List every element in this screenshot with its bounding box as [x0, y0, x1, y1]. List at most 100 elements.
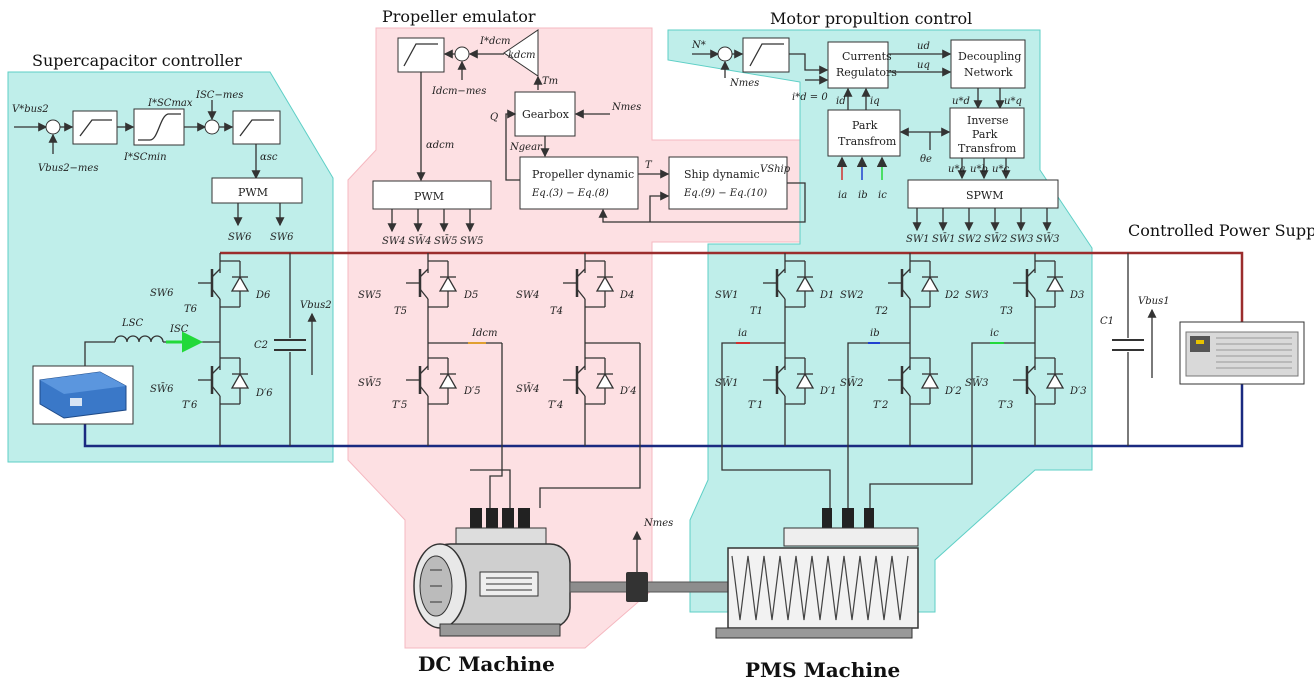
- ia-phase-label: ia: [738, 328, 747, 339]
- supercap-pwm-label: PWM: [238, 186, 268, 199]
- kdcm-label: kdcm: [508, 50, 536, 61]
- ib-label: ib: [858, 190, 868, 201]
- ship-dyn-label-2: Eq.(9) − Eq.(10): [683, 188, 767, 199]
- c1-label: C1: [1100, 316, 1114, 327]
- isc-max-label: I*SCmax: [147, 98, 193, 109]
- supercapacitor-module-icon: [32, 365, 134, 425]
- dcm-pi-block: [397, 37, 445, 73]
- uq-ref-label: u*q: [1004, 96, 1022, 107]
- d5-label: D5: [463, 290, 478, 301]
- prop-dyn-label-2: Eq.(3) − Eq.(8): [531, 188, 609, 199]
- alpha-dcm-label: αdcm: [426, 140, 454, 151]
- propeller-dynamic-block: [519, 156, 639, 210]
- supercap-title: Supercapacitor controller: [32, 51, 242, 70]
- d4-label: D4: [619, 290, 634, 301]
- motor-control: N* Nmes Currents Regulators i*d = 0 ud u…: [691, 37, 1060, 245]
- motor-sw-5: SW̄3: [1036, 233, 1060, 245]
- shaft-nmes-label: Nmes: [643, 518, 673, 529]
- curr-reg-label-2: Regulators: [836, 66, 897, 79]
- d2-label: D2: [944, 290, 959, 301]
- pms-inverter: SW1 T1 D1 SW2 T2 D2 SW3 T3 D3 SW̄1 T′1 D…: [715, 251, 1170, 508]
- ngear-label: Ngear: [509, 142, 543, 153]
- iq-label: iq: [870, 96, 880, 107]
- inverse-park-block: [949, 107, 1025, 159]
- decoup-label-1: Decoupling: [958, 50, 1021, 63]
- idcm-mes-label: Idcm−mes: [431, 86, 486, 97]
- inv-label-2: Park: [972, 128, 998, 141]
- ia-label: ia: [838, 190, 847, 201]
- tm-label: Tm: [542, 76, 558, 87]
- current-pi-block: [232, 110, 281, 145]
- vship-label: VShip: [760, 164, 791, 175]
- propeller-pwm-block: [372, 180, 492, 210]
- t5-label: T5: [394, 306, 407, 317]
- power-supply-title: Controlled Power Supply: [1128, 221, 1314, 240]
- voltage-pi-block: [72, 110, 118, 145]
- sw1-label: SW1: [715, 290, 739, 301]
- theta-label: θe: [920, 154, 932, 165]
- isc-min-label: I*SCmin: [123, 152, 167, 163]
- sw2b-label: SW̄2: [840, 377, 864, 389]
- prop-sw-3: SW5: [460, 236, 484, 247]
- speed-pi-block: [742, 37, 790, 73]
- t6p-label: T′6: [182, 400, 198, 411]
- motor-sw-4: SW3: [1010, 234, 1034, 245]
- alpha-sc-label: αsc: [260, 152, 278, 163]
- sw6-out-b: SW6: [270, 232, 294, 243]
- t3p-label: T′3: [998, 400, 1013, 411]
- t2p-label: T′2: [873, 400, 888, 411]
- t1-label: T1: [750, 306, 763, 317]
- uq-label: uq: [917, 60, 930, 71]
- vbus2-ref-label: V*bus2: [12, 104, 49, 115]
- d4p-label: D′4: [619, 386, 637, 397]
- ic-phase-label: ic: [990, 328, 999, 339]
- spwm-label: SPWM: [966, 189, 1004, 202]
- park-label-1: Park: [852, 119, 878, 132]
- d3-label: D3: [1069, 290, 1084, 301]
- prop-dyn-label-1: Propeller dynamic: [532, 168, 634, 181]
- sw6-out-a: SW6: [228, 232, 252, 243]
- idcm-ref-label: I*dcm: [479, 36, 510, 47]
- sw5-label: SW5: [358, 290, 382, 301]
- d1p-label: D′1: [819, 386, 837, 397]
- pms-machine-title: PMS Machine: [745, 658, 900, 682]
- ic-label: ic: [878, 190, 887, 201]
- sw6-top-label: SW6: [150, 288, 174, 299]
- gearbox-block: [514, 91, 576, 137]
- motor-sw-0: SW1: [906, 234, 930, 245]
- supercap-pwm-block: [211, 177, 303, 204]
- d6-label: D6: [255, 290, 271, 301]
- supercap-panel: [7, 71, 334, 463]
- pms-machine-icon: [715, 508, 919, 639]
- motor-sw-2: SW2: [958, 234, 982, 245]
- propeller-hbridge: SW5 T5 D5 SW4 T4 D4 SW̄5 T′5 D′5 SW̄4 T′…: [358, 251, 641, 508]
- ship-dynamic-block: [668, 156, 788, 210]
- spwm-block: [907, 179, 1059, 209]
- sw6-bot-label: SW̄6: [150, 383, 174, 395]
- id-ref-label: i*d = 0: [792, 92, 828, 103]
- ud-ref-label: u*d: [952, 96, 970, 107]
- gearbox-label: Gearbox: [522, 108, 570, 121]
- t2-label: T2: [875, 306, 888, 317]
- prop-sw-0: SW4: [382, 236, 406, 247]
- spwm-outputs: SW1 SW̄1 SW2 SW̄2 SW3 SW̄3: [906, 208, 1060, 245]
- park-label-2: Transfrom: [838, 135, 897, 148]
- propeller-pwm-label: PWM: [414, 190, 444, 203]
- t6-label: T6: [184, 304, 198, 315]
- dc-machine-icon: [413, 508, 571, 637]
- dc-machine-title: DC Machine: [418, 652, 555, 676]
- sw3-label: SW3: [965, 290, 989, 301]
- sw4-label: SW4: [516, 290, 540, 301]
- curr-reg-label-1: Currents: [842, 50, 892, 63]
- sw5b-label: SW̄5: [358, 377, 382, 389]
- idcm-label: Idcm: [471, 328, 497, 339]
- t5p-label: T′5: [392, 400, 407, 411]
- positive-bus: [220, 251, 1244, 322]
- t4-label: T4: [550, 306, 563, 317]
- d3p-label: D′3: [1069, 386, 1087, 397]
- uc-ref-label: u*c: [992, 164, 1009, 175]
- inv-label-1: Inverse: [967, 114, 1009, 127]
- lsc-label: LSC: [121, 318, 143, 329]
- nmes-motor-label: Nmes: [729, 78, 759, 89]
